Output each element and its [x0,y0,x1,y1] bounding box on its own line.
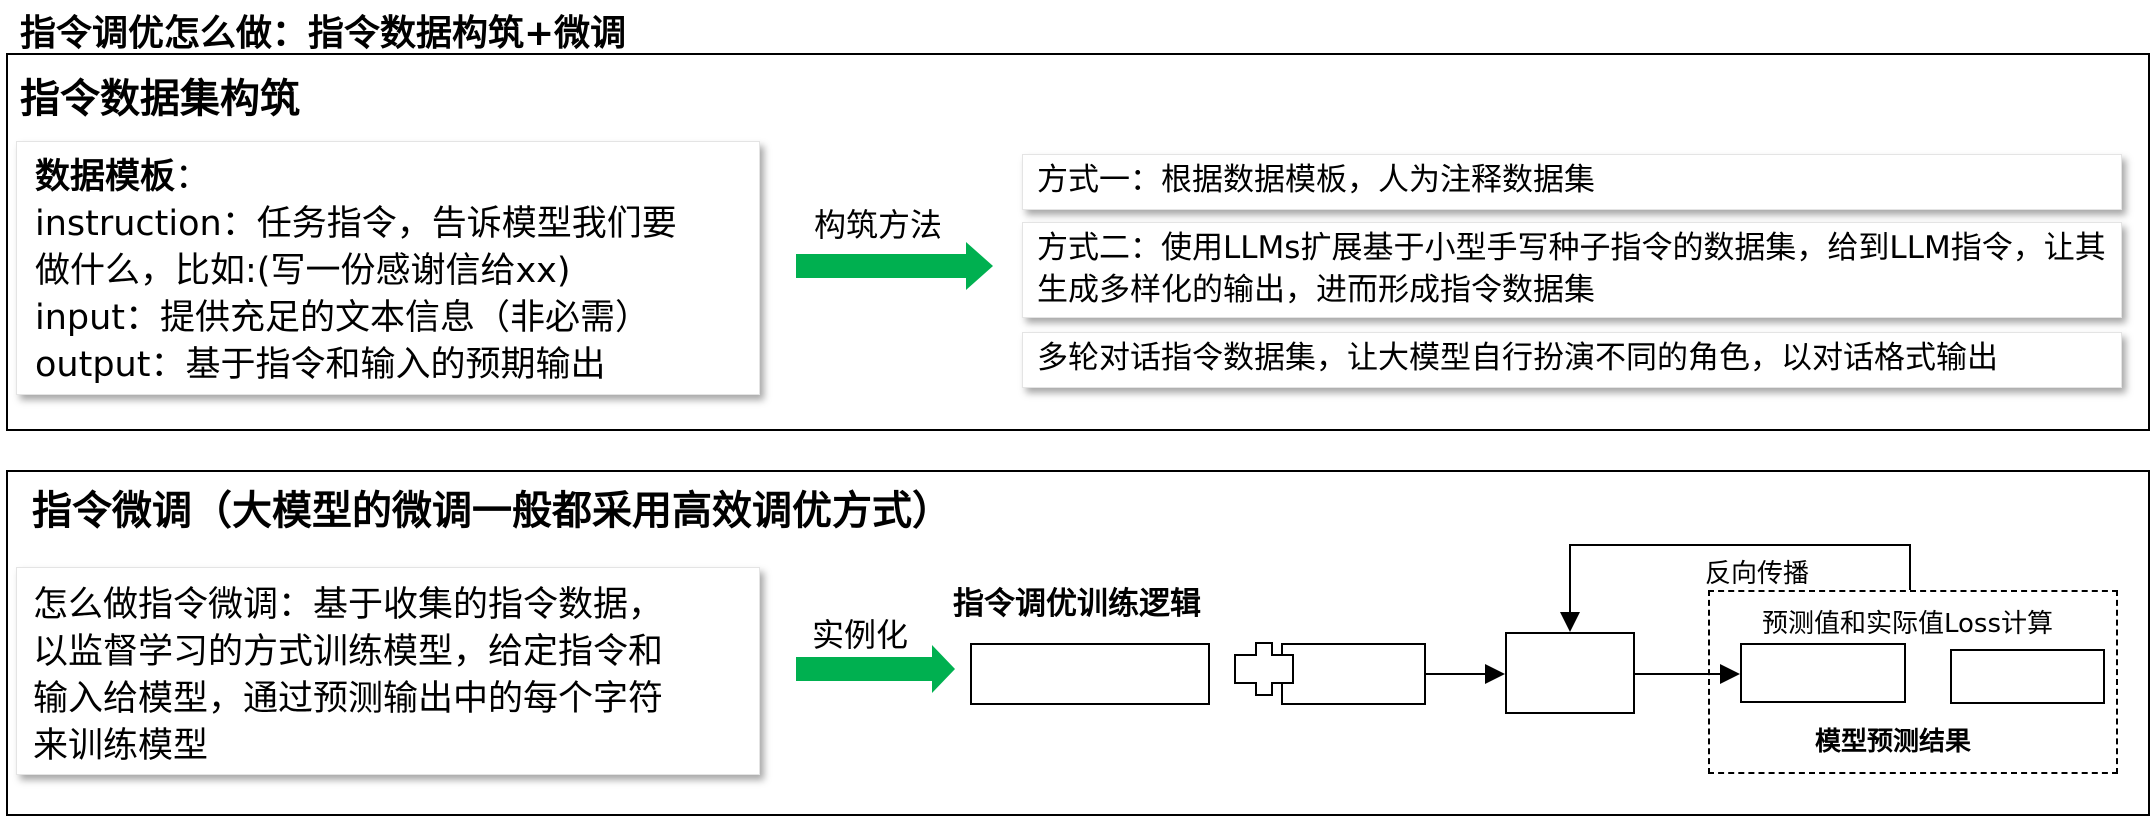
loss-region [1708,590,2118,774]
description-line: 输入给模型，通过预测输出中的每个字符 [33,679,664,719]
plus-icon [1234,642,1294,696]
method-card-1: 方式一：根据数据模板，人为注释数据集 [1022,154,2122,210]
template-line: 做什么，比如:(写一份感谢信给xx) [35,251,571,291]
actual-value-box [1950,649,2105,704]
template-line: output：基于指令和输入的预期输出 [35,345,606,385]
method-text-3: 多轮对话指令数据集，让大模型自行扮演不同的角色，以对话格式输出 [1037,340,1998,376]
instantiate-label: 实例化 [812,616,909,654]
backprop-arrow [1560,544,1911,632]
backprop-label: 反向传播 [1705,559,1810,589]
method-card-3: 多轮对话指令数据集，让大模型自行扮演不同的角色，以对话格式输出 [1022,332,2122,388]
description-line: 来训练模型 [33,726,209,766]
description-line: 以监督学习的方式训练模型，给定指令和 [33,632,664,672]
method-card-2: 方式二：使用LLMs扩展基于小型手写种子指令的数据集，给到LLM指令，让其生成多… [1022,222,2122,318]
description-line: 怎么做指令微调：基于收集的指令数据， [33,585,664,625]
model-box [1505,632,1635,714]
output-input-box [1281,643,1426,705]
loss-label: 预测值和实际值Loss计算 [1762,609,2054,639]
template-line: input：提供充足的文本信息（非必需） [35,298,651,338]
instruction-input-box [970,643,1210,705]
section-finetune-panel [6,470,2150,816]
section-dataset-title: 指令数据集构筑 [20,76,300,122]
template-line: instruction：任务指令，告诉模型我们要 [35,204,677,244]
data-template-card: 数据模板： instruction：任务指令，告诉模型我们要 做什么，比如:(写… [16,141,760,395]
finetune-description-card: 怎么做指令微调：基于收集的指令数据， 以监督学习的方式训练模型，给定指令和 输入… [16,567,760,775]
method-text-1: 方式一：根据数据模板，人为注释数据集 [1037,162,1595,198]
template-colon: ： [175,157,211,197]
prediction-box [1740,643,1906,703]
section-finetune-title: 指令微调（大模型的微调一般都采用高效调优方式） [32,488,952,534]
template-label: 数据模板 [35,157,176,197]
method-text-2: 方式二：使用LLMs扩展基于小型手写种子指令的数据集，给到LLM指令，让其生成多… [1037,230,2106,308]
section-dataset-panel [6,53,2150,431]
construct-method-label: 构筑方法 [814,206,943,244]
result-label: 模型预测结果 [1815,727,1972,757]
green-arrow-icon [796,242,993,290]
page-title: 指令调优怎么做：指令数据构筑+微调 [20,13,627,54]
green-arrow-icon [796,645,955,693]
template-heading: 数据模板： [35,154,755,201]
flow-title: 指令调优训练逻辑 [953,586,1201,622]
